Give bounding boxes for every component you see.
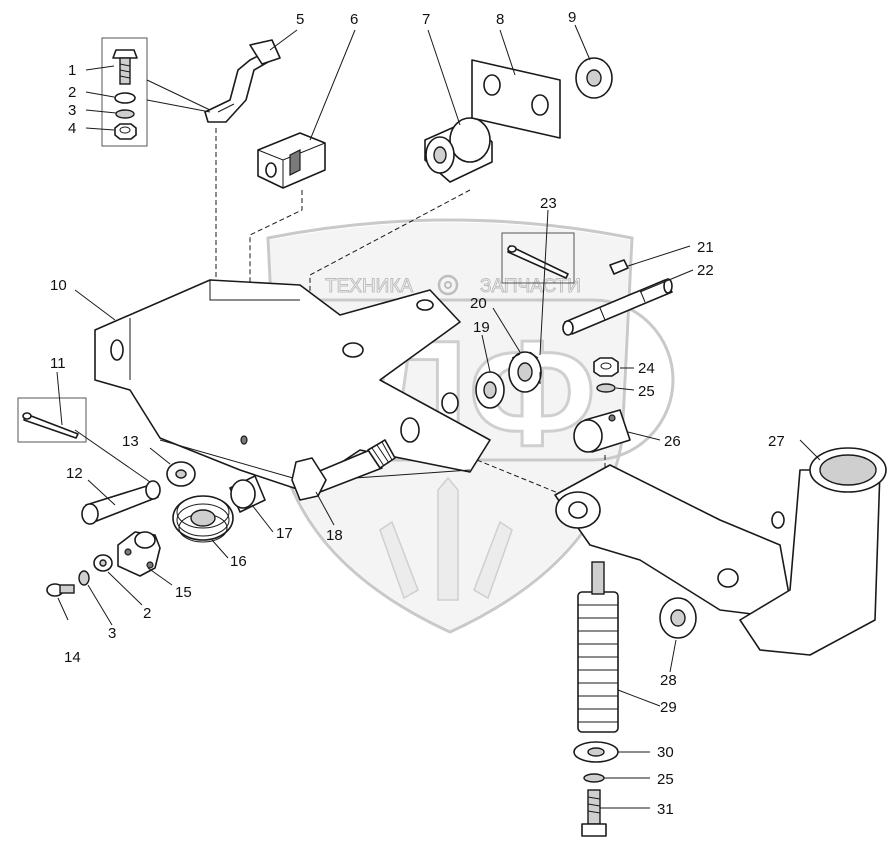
part-23-cotter-pin (507, 245, 569, 279)
callout-12: 12 (66, 465, 83, 482)
callout-25-upper: 25 (638, 383, 655, 400)
callout-3-lower: 3 (108, 625, 116, 642)
callout-23: 23 (540, 195, 557, 212)
part-18-bolt (291, 439, 396, 501)
watermark-gear-icon (437, 274, 459, 296)
callout-24: 24 (638, 360, 655, 377)
callout-26: 26 (664, 433, 681, 450)
callout-6: 6 (350, 11, 358, 28)
callout-5: 5 (296, 11, 304, 28)
callout-17: 17 (276, 525, 293, 542)
watermark-wheat-icon (379, 476, 513, 601)
callout-7: 7 (422, 11, 430, 28)
part-2-washer (114, 92, 136, 104)
part-16-spring (172, 495, 234, 543)
part-1-bolt (112, 49, 138, 85)
part-14-screw (46, 583, 75, 597)
part-20-castle-nut (508, 351, 542, 393)
part-15-flange (117, 531, 161, 577)
cotter-pin-frame-left (17, 397, 87, 443)
part-6-block (257, 132, 326, 189)
bolt-kit-frame (101, 37, 148, 147)
callout-labels: 1 2 3 4 5 6 7 8 9 10 11 12 13 14 15 16 1… (50, 9, 785, 818)
callout-29: 29 (660, 699, 677, 716)
part-24-nut (593, 357, 619, 377)
callout-27: 27 (768, 433, 785, 450)
part-11-cotter-pin (22, 412, 79, 439)
callout-10: 10 (50, 277, 67, 294)
callout-16: 16 (230, 553, 247, 570)
callout-15: 15 (175, 584, 192, 601)
part-31-bolt (581, 789, 607, 837)
part-22-shaft (562, 278, 673, 336)
part-9-washer (575, 57, 613, 99)
part-28-washer (659, 597, 697, 639)
part-30-washer (573, 741, 619, 763)
part-21-pin (609, 259, 629, 275)
callout-3: 3 (68, 102, 76, 119)
part-13-washer (166, 461, 196, 487)
callout-28: 28 (660, 672, 677, 689)
part-29-threaded-rod (577, 561, 619, 733)
callout-22: 22 (697, 262, 714, 279)
callout-4: 4 (68, 120, 76, 137)
watermark-right-word: ЗАПЧАСТИ (480, 276, 581, 297)
part-19-washer (475, 371, 505, 409)
callout-13: 13 (122, 433, 139, 450)
part-17-sleeve (229, 475, 266, 513)
part-26-bushing (573, 409, 631, 453)
callout-14: 14 (64, 649, 81, 666)
cotter-pin-frame-right (501, 232, 575, 284)
part-12-pin (81, 480, 161, 525)
callout-21: 21 (697, 239, 714, 256)
callout-20: 20 (470, 295, 487, 312)
leader-lines (56, 24, 821, 809)
callout-30: 30 (657, 744, 674, 761)
part-25b-spring-washer (583, 773, 605, 783)
guide-block-down (249, 190, 303, 290)
callout-18: 18 (326, 527, 343, 544)
part-7-bushing (424, 117, 493, 183)
callout-1: 1 (68, 62, 76, 79)
callout-11: 11 (50, 355, 66, 372)
part-4-nut (114, 123, 137, 140)
part-5-clip (204, 39, 281, 123)
callout-8: 8 (496, 11, 504, 28)
part-2b-washer (93, 554, 113, 572)
callout-9: 9 (568, 9, 576, 26)
callout-19: 19 (473, 319, 490, 336)
part-3b-spring-washer (78, 570, 90, 586)
callout-31: 31 (657, 801, 674, 818)
part-10-frame (94, 279, 491, 491)
part-8-plate (471, 59, 561, 139)
part-25-spring-washer (596, 383, 616, 393)
callout-2: 2 (68, 84, 76, 101)
watermark-left-word: ТЕХНИКА (325, 276, 413, 297)
callout-25-lower: 25 (657, 771, 674, 788)
part-27-lever (554, 447, 887, 656)
callout-2-lower: 2 (143, 605, 151, 622)
part-3-spring-washer (115, 109, 135, 119)
